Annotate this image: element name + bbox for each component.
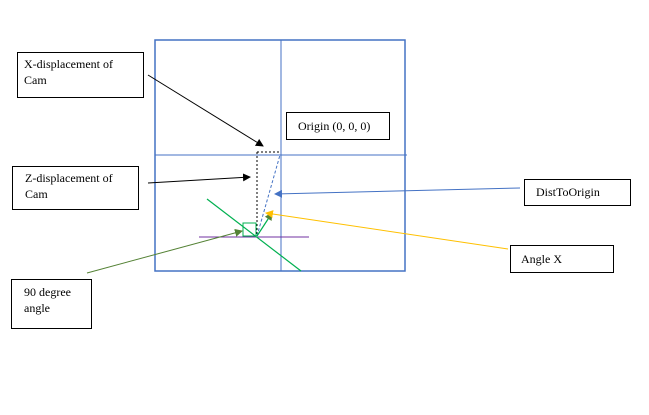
green-diagonal-line: [206, 198, 302, 272]
angle-x-pointer: [265, 210, 509, 250]
dist-to-origin-label: DistToOrigin: [524, 179, 631, 206]
x-displacement-pointer: [147, 74, 264, 147]
z-displacement-label: Z-displacement of Cam: [12, 166, 139, 210]
z-displacement-pointer: [147, 173, 251, 184]
right-angle-marker: [242, 222, 257, 237]
origin-label: Origin (0, 0, 0): [286, 112, 390, 140]
dist-to-origin-line: [256, 154, 281, 237]
camera-direction-arrow: [256, 212, 273, 237]
ninety-degree-pointer: [86, 228, 243, 274]
x-displacement-label: X-displacement of Cam: [17, 52, 144, 98]
dist-to-origin-pointer: [274, 187, 521, 198]
ninety-degree-angle-label: 90 degree angle: [11, 279, 92, 329]
angle-x-label: Angle X: [510, 245, 614, 273]
